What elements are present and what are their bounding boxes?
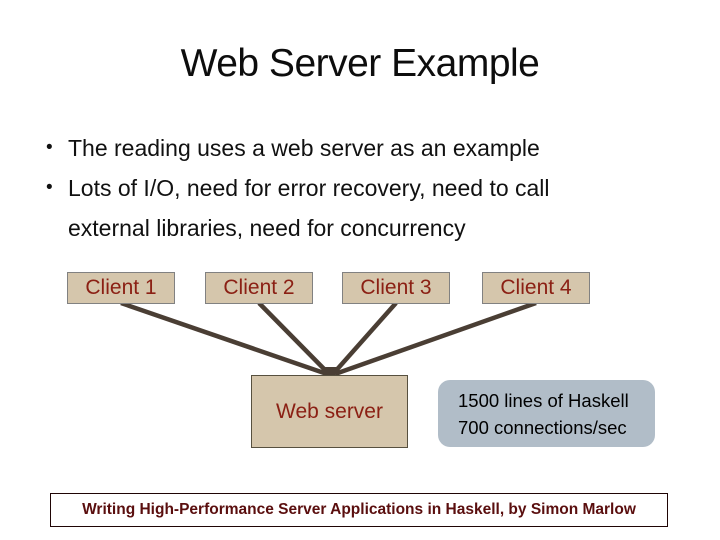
bullet-line: Lots of I/O, need for error recovery, ne… — [68, 175, 550, 201]
client-3-label: Client 3 — [360, 276, 432, 299]
client-1-label: Client 1 — [85, 276, 157, 299]
bullet-text: Lots of I/O, need for error recovery, ne… — [68, 168, 646, 248]
connector-client4-line — [334, 300, 537, 377]
bullet-line: external libraries, need for concurrency — [68, 215, 466, 241]
web-server-label: Web server — [276, 399, 383, 423]
client-4-box: Client 4 — [482, 272, 590, 304]
bullet-text: The reading uses a web server as an exam… — [68, 128, 646, 168]
client-4-label: Client 4 — [500, 276, 572, 299]
stats-callout-box: 1500 lines of Haskell 700 connections/se… — [438, 380, 655, 447]
bullet-item: • Lots of I/O, need for error recovery, … — [46, 168, 646, 248]
stats-line: 1500 lines of Haskell — [458, 389, 629, 411]
client-2-label: Client 2 — [223, 276, 295, 299]
client-2-box: Client 2 — [205, 272, 313, 304]
web-server-box: Web server — [251, 375, 408, 448]
bullet-dot-icon: • — [46, 177, 53, 198]
connector-client1-line — [120, 300, 328, 377]
connector-client3-line — [331, 301, 398, 376]
bullet-item: • The reading uses a web server as an ex… — [46, 128, 646, 168]
bullet-dot-icon: • — [46, 137, 53, 158]
client-3-box: Client 3 — [342, 272, 450, 304]
caption-text: Writing High-Performance Server Applicat… — [82, 501, 636, 518]
caption-box: Writing High-Performance Server Applicat… — [50, 493, 668, 527]
bullet-line: The reading uses a web server as an exam… — [68, 135, 540, 161]
client-1-box: Client 1 — [67, 272, 175, 304]
bullet-list: • The reading uses a web server as an ex… — [46, 128, 646, 248]
connector-client2-line — [257, 301, 331, 376]
stats-line: 700 connections/sec — [458, 416, 627, 438]
slide-title: Web Server Example — [180, 42, 540, 85]
